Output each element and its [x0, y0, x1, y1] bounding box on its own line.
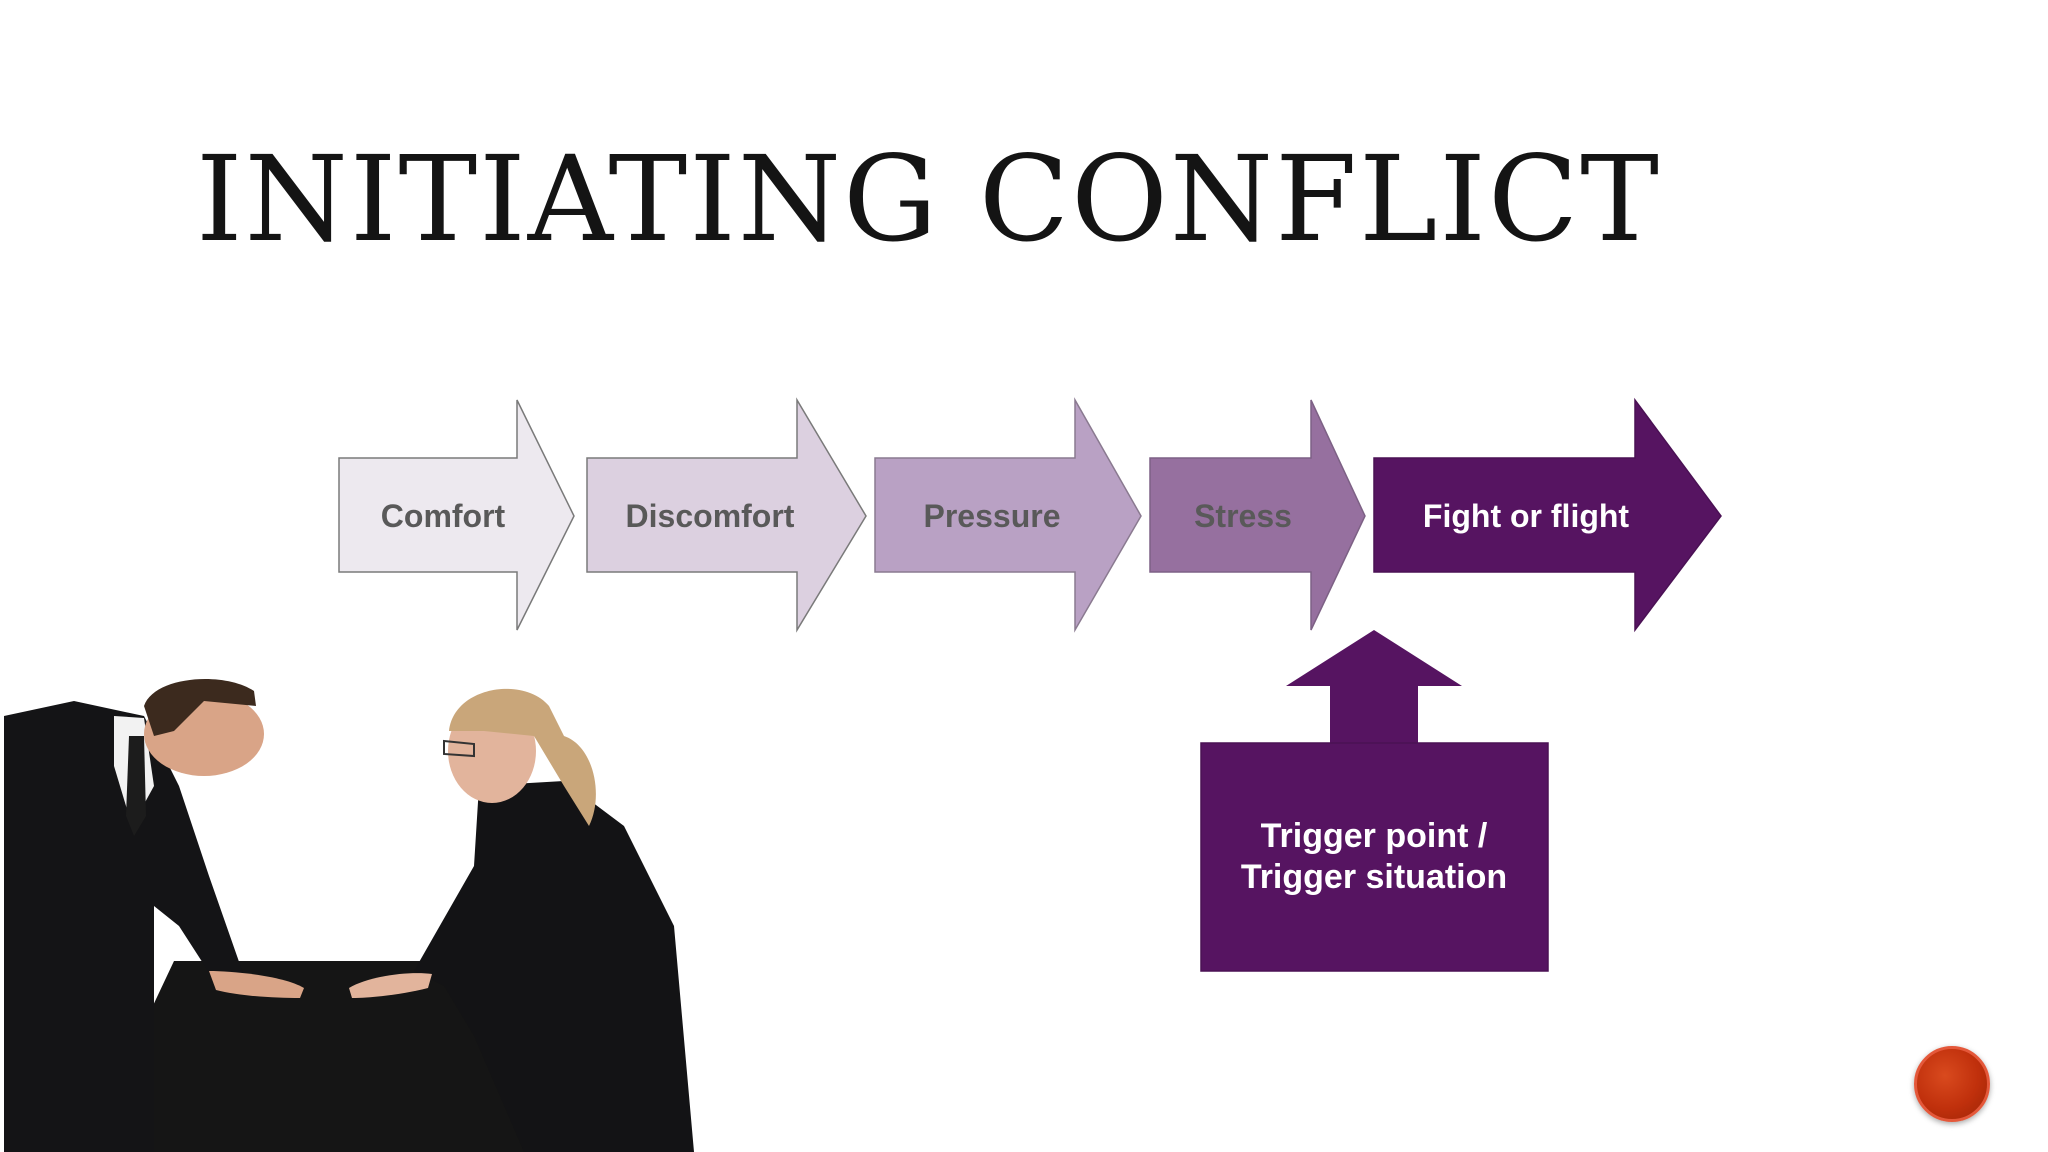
conflict-photo	[4, 676, 712, 1152]
step-label-comfort: Comfort	[381, 498, 506, 534]
step-comfort: Comfort	[338, 399, 575, 631]
step-arrow-fight-or-flight	[1373, 397, 1722, 633]
step-label-discomfort: Discomfort	[626, 498, 795, 534]
trigger-label-line2: Trigger situation	[1241, 858, 1507, 896]
next-slide-button[interactable]	[1914, 1046, 1990, 1122]
photo-man	[4, 679, 304, 1152]
step-arrow-comfort	[338, 399, 575, 631]
step-fight-or-flight: Fight or flight	[1373, 397, 1722, 633]
trigger-callout: Trigger point / Trigger situation	[1200, 630, 1549, 972]
trigger-up-arrow	[1286, 630, 1462, 744]
step-label-fight-or-flight: Fight or flight	[1423, 498, 1630, 534]
trigger-box	[1200, 742, 1549, 972]
step-label-pressure: Pressure	[924, 498, 1061, 534]
step-discomfort: Discomfort	[586, 397, 867, 633]
trigger-label-line1: Trigger point /	[1261, 817, 1488, 855]
step-pressure: Pressure	[874, 397, 1142, 633]
slide-title: INITIATING CONFLICT	[196, 130, 1662, 268]
photo-woman	[349, 688, 694, 1152]
step-label-stress: Stress	[1194, 498, 1292, 534]
step-arrow-pressure	[874, 397, 1142, 633]
step-stress: Stress	[1149, 399, 1366, 631]
step-arrow-discomfort	[586, 397, 867, 633]
step-arrow-stress	[1149, 399, 1366, 631]
